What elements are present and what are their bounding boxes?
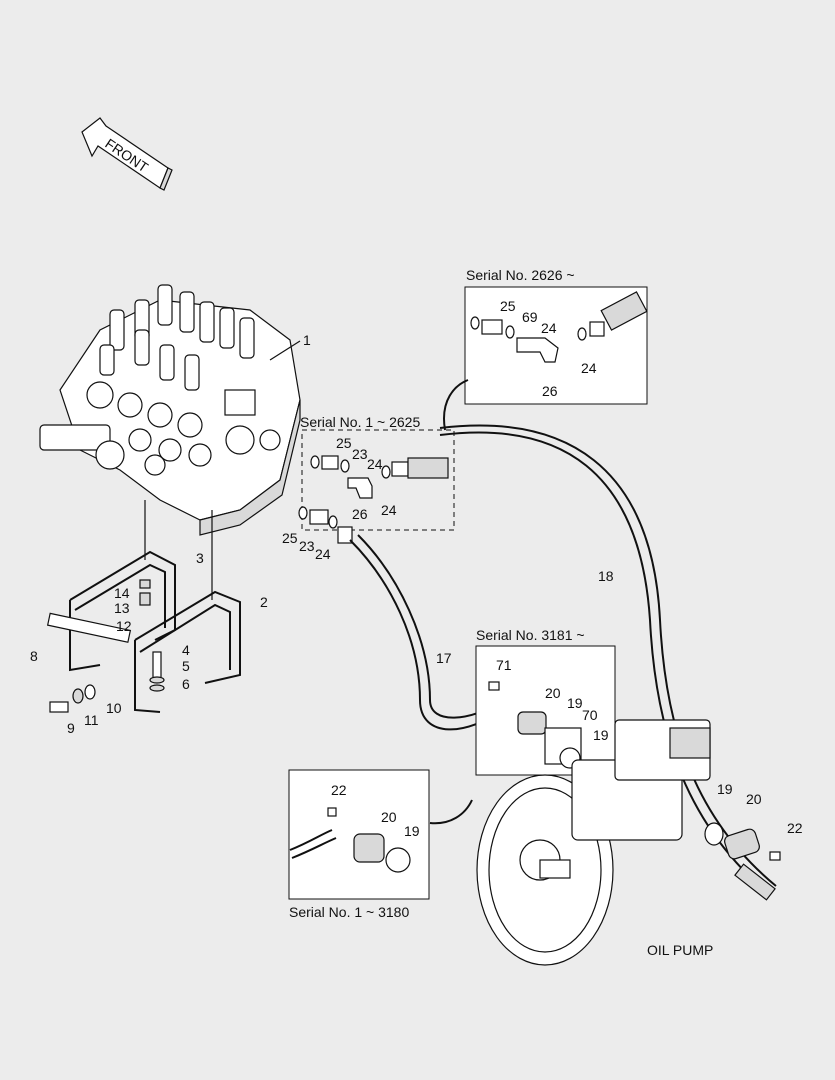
callout: 25 bbox=[336, 435, 352, 451]
callout: 25 bbox=[282, 530, 298, 546]
lower-fittings bbox=[298, 506, 353, 544]
oil-pump-label: OIL PUMP bbox=[647, 942, 713, 958]
callout: 2 bbox=[260, 594, 268, 610]
inset-caption-3181: Serial No. 3181 ~ bbox=[476, 627, 585, 643]
callout: 22 bbox=[331, 782, 347, 798]
callout: 22 bbox=[787, 820, 803, 836]
inset-serial-1-2625: Serial No. 1 ~ 2625 bbox=[300, 414, 455, 531]
control-valve bbox=[39, 284, 301, 536]
callout: 20 bbox=[545, 685, 561, 701]
callout: 69 bbox=[522, 309, 538, 325]
callout: 14 bbox=[114, 585, 130, 601]
callout: 70 bbox=[582, 707, 598, 723]
callouts: 1 3 2 14 13 12 8 4 5 6 10 11 9 17 18 25 … bbox=[30, 298, 803, 839]
callout: 23 bbox=[299, 538, 315, 554]
inset-caption-1-3180: Serial No. 1 ~ 3180 bbox=[289, 904, 409, 920]
callout: 8 bbox=[30, 648, 38, 664]
callout: 20 bbox=[381, 809, 397, 825]
callout: 24 bbox=[381, 502, 397, 518]
callout: 24 bbox=[315, 546, 331, 562]
inset-caption-1-2625: Serial No. 1 ~ 2625 bbox=[300, 414, 420, 430]
callout: 18 bbox=[598, 568, 614, 584]
callout: 4 bbox=[182, 642, 190, 658]
callout: 6 bbox=[182, 676, 190, 692]
inset-serial-3181: Serial No. 3181 ~ bbox=[475, 627, 616, 776]
callout: 10 bbox=[106, 700, 122, 716]
callout: 19 bbox=[717, 781, 733, 797]
callout: 24 bbox=[367, 456, 383, 472]
callout: 71 bbox=[496, 657, 512, 673]
callout: 26 bbox=[542, 383, 558, 399]
inset-serial-2626: Serial No. 2626 ~ bbox=[443, 267, 648, 431]
inset-serial-1-3180: Serial No. 1 ~ 3180 bbox=[288, 769, 473, 920]
inset-caption-2626: Serial No. 2626 ~ bbox=[466, 267, 575, 283]
callout: 1 bbox=[303, 332, 311, 348]
callout: 19 bbox=[404, 823, 420, 839]
callout: 25 bbox=[500, 298, 516, 314]
callout: 19 bbox=[593, 727, 609, 743]
callout: 13 bbox=[114, 600, 130, 616]
callout: 20 bbox=[746, 791, 762, 807]
front-arrow: FRONT bbox=[81, 117, 173, 191]
callout: 12 bbox=[116, 618, 132, 634]
callout: 9 bbox=[67, 720, 75, 736]
callout: 23 bbox=[352, 446, 368, 462]
brackets bbox=[46, 500, 241, 713]
callout: 24 bbox=[581, 360, 597, 376]
callout: 5 bbox=[182, 658, 190, 674]
callout: 11 bbox=[84, 712, 99, 728]
callout: 19 bbox=[567, 695, 583, 711]
callout: 3 bbox=[196, 550, 204, 566]
callout: 26 bbox=[352, 506, 368, 522]
callout: 24 bbox=[541, 320, 557, 336]
callout: 17 bbox=[436, 650, 452, 666]
hose-18 bbox=[439, 424, 777, 901]
oil-pump: OIL PUMP bbox=[476, 719, 781, 966]
